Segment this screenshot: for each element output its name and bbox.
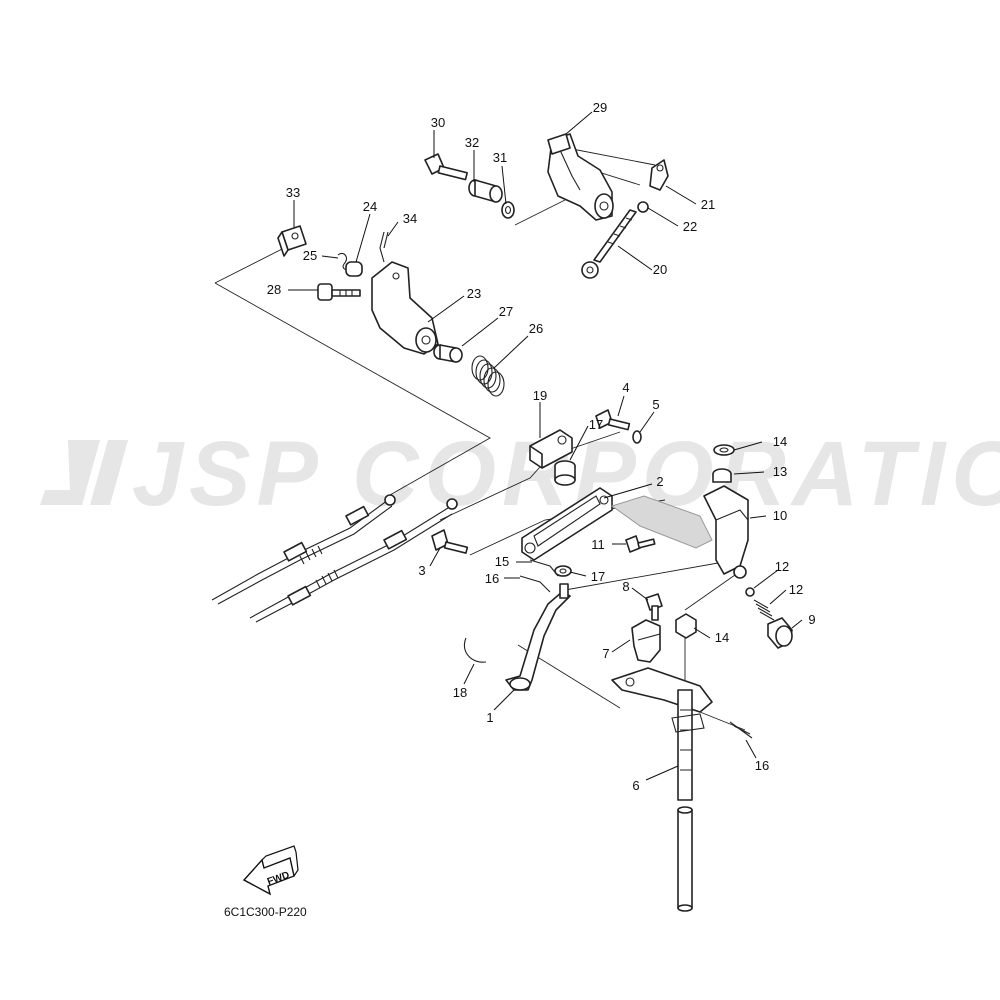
part-9-knob[interactable] [767, 617, 793, 649]
part-31-lever[interactable] [547, 133, 614, 221]
part-19-washer[interactable] [554, 565, 572, 577]
callout-17-upper: 15 [495, 554, 509, 569]
leader-lines [288, 111, 803, 781]
callout-16: 16 [755, 758, 769, 773]
callout-18: 17 [589, 417, 603, 432]
shift-cable-2[interactable] [249, 498, 458, 623]
watermark-logo-icon [40, 440, 128, 505]
callout-14-upper: 13 [773, 464, 787, 479]
part-6-shift-rod[interactable] [611, 667, 713, 912]
callout-11: 11 [591, 537, 605, 552]
callout-1: 1 [486, 710, 493, 725]
diagram-code: 6C1C300-P220 [224, 905, 307, 919]
part-32-bolt[interactable] [424, 153, 468, 181]
callout-13: 12 [775, 559, 789, 574]
callouts: 30 32 31 29 21 22 20 33 24 34 25 28 23 2… [267, 100, 816, 793]
callout-10: 10 [773, 508, 787, 523]
phantom-bracket [610, 495, 713, 549]
part-30-bolt[interactable] [317, 283, 361, 301]
fwd-arrow-icon: FWD [242, 845, 299, 896]
part-3-bolt[interactable] [431, 529, 469, 554]
part-12-spring[interactable] [753, 599, 775, 621]
watermark: JSP CORPORATION [40, 423, 1000, 525]
callout-8: 8 [622, 579, 629, 594]
callout-2: 2 [656, 474, 663, 489]
part-4-bolt[interactable] [595, 409, 631, 431]
callout-14-lower: 14 [715, 630, 729, 645]
part-26-collar[interactable] [345, 261, 363, 277]
callout-22: 20 [653, 262, 667, 277]
part-28-spring[interactable] [471, 355, 505, 397]
part-36-cotter-pin[interactable] [379, 231, 389, 263]
callout-19: 17 [591, 569, 605, 584]
part-13-ring[interactable] [745, 587, 755, 597]
part-23-joint[interactable] [649, 159, 669, 191]
part-17-clip[interactable] [519, 559, 559, 593]
callout-29: 27 [499, 304, 513, 319]
part-14-nut-upper[interactable] [712, 468, 732, 483]
callout-28: 26 [529, 321, 543, 336]
callout-35: 33 [286, 185, 300, 200]
part-18-collar[interactable] [554, 460, 576, 486]
part-16-cotter-pin[interactable] [729, 721, 753, 739]
callout-26: 24 [363, 199, 377, 214]
callout-33: 31 [493, 150, 507, 165]
part-33-washer[interactable] [501, 201, 515, 219]
part-22-rod[interactable] [581, 209, 637, 279]
callout-32: 30 [431, 115, 445, 130]
part-14-nut-lower[interactable] [675, 613, 697, 639]
callout-5: 5 [652, 397, 659, 412]
shift-cable-1[interactable] [211, 494, 396, 605]
part-20-clip[interactable] [464, 637, 487, 663]
part-34-collar[interactable] [468, 179, 503, 203]
part-1-shift-arm[interactable] [505, 583, 571, 691]
part-7-pin-bracket[interactable] [631, 619, 661, 663]
part-15-washer[interactable] [713, 444, 735, 456]
callout-25: 23 [467, 286, 481, 301]
callout-20: 18 [453, 685, 467, 700]
callout-3: 3 [418, 563, 425, 578]
part-24-nut[interactable] [637, 201, 649, 213]
callout-6: 6 [632, 778, 639, 793]
callout-7: 7 [602, 646, 609, 661]
callout-17-lower: 16 [485, 571, 499, 586]
callout-21: 19 [533, 388, 547, 403]
callout-27: 25 [303, 248, 317, 263]
callout-24: 22 [683, 219, 697, 234]
callout-31: 29 [593, 100, 607, 115]
callout-34: 32 [465, 135, 479, 150]
part-21-cable-joint[interactable] [529, 429, 573, 469]
part-25-shift-bracket[interactable] [371, 261, 439, 355]
callout-4: 4 [622, 380, 629, 395]
part-8-screw[interactable] [645, 593, 663, 621]
callout-12: 12 [789, 582, 803, 597]
callout-30: 28 [267, 282, 281, 297]
callout-9: 9 [808, 612, 815, 627]
callout-36: 34 [403, 211, 417, 226]
part-5-washer[interactable] [632, 430, 642, 444]
part-11-screw[interactable] [625, 535, 656, 553]
part-2-shift-slide[interactable] [521, 487, 613, 561]
callout-15: 14 [773, 434, 787, 449]
part-29-bushing[interactable] [433, 344, 463, 363]
part-10-bracket[interactable] [703, 485, 749, 579]
callout-23: 21 [701, 197, 715, 212]
